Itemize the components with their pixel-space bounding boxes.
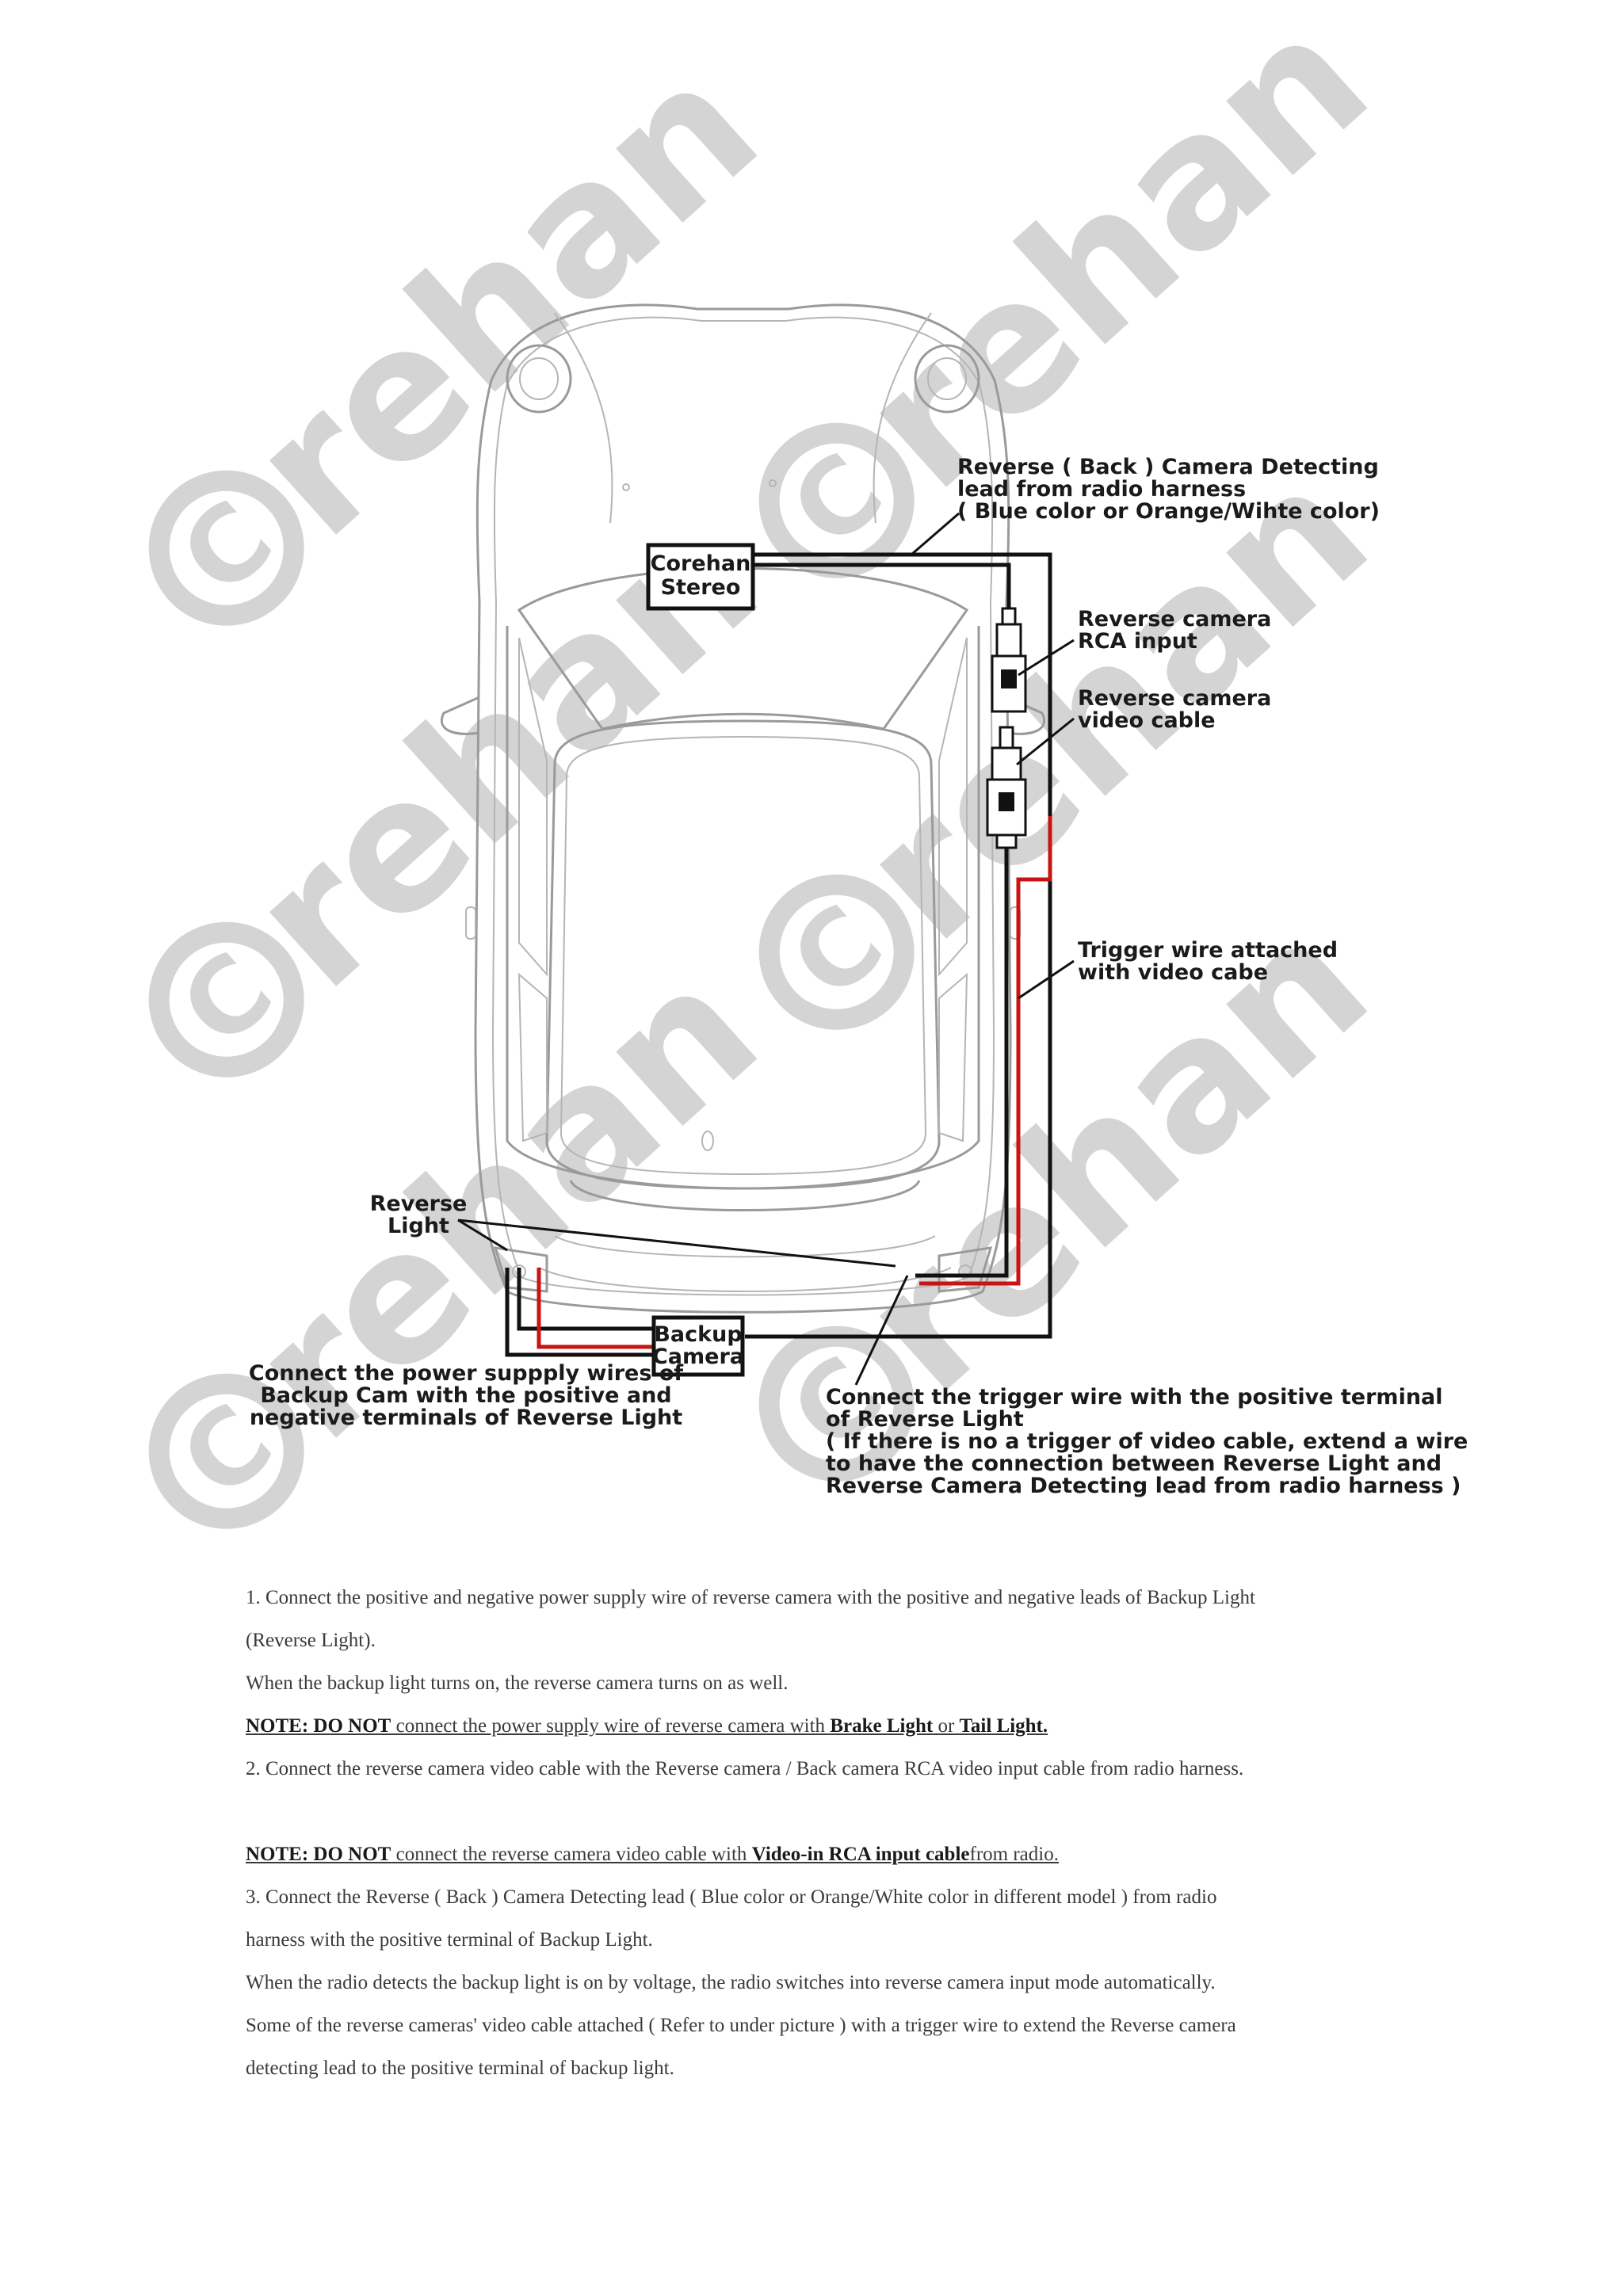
note1-brake-light: Brake Light <box>830 1715 934 1737</box>
label-connect-trigger: Connect the trigger wire with the positi… <box>826 1385 1468 1498</box>
svg-text:with video cabe: with video cabe <box>1078 960 1268 985</box>
camera-power-ground <box>505 1268 654 1357</box>
label-rca-input: Reverse camera RCA input <box>1078 607 1271 654</box>
installation-instructions: 1. Connect the positive and negative pow… <box>246 1577 1379 2090</box>
note1-or: or <box>933 1715 960 1737</box>
label-video-cable: Reverse camera video cable <box>1078 686 1271 733</box>
label-detecting-lead: Reverse ( Back ) Camera Detecting lead f… <box>957 455 1380 524</box>
step3-line1: 3. Connect the Reverse ( Back ) Camera D… <box>246 1886 1217 1908</box>
svg-text:Connect the trigger wire with: Connect the trigger wire with the positi… <box>826 1385 1443 1409</box>
rca-input-connector-icon <box>991 607 1027 713</box>
stereo-label-line2: Stereo <box>661 575 741 600</box>
leader-lines <box>457 512 1075 1386</box>
rca-input-wire <box>753 563 1011 610</box>
svg-text:Reverse ( Back ) Camera Detect: Reverse ( Back ) Camera Detecting <box>957 455 1379 479</box>
step2-line1: 2. Connect the reverse camera video cabl… <box>246 1758 1244 1779</box>
label-power-supply: Connect the power suppply wires of Backu… <box>249 1361 683 1430</box>
step3-line5: detecting lead to the positive terminal … <box>246 2058 674 2079</box>
camera-power-negative <box>517 1268 654 1331</box>
step1-line1: 1. Connect the positive and negative pow… <box>246 1587 1255 1608</box>
svg-text:rehan: rehan <box>212 21 797 578</box>
svg-text:Reverse camera: Reverse camera <box>1078 686 1271 711</box>
camera-box: Backup Camera <box>651 1315 745 1377</box>
svg-text:rehan: rehan <box>823 0 1407 530</box>
note2-text: connect the reverse camera video cable w… <box>391 1844 752 1865</box>
step1-line2: (Reverse Light). <box>246 1630 376 1651</box>
step3-line3: When the radio detects the backup light … <box>246 1972 1216 1993</box>
svg-text:Reverse Camera Detecting lead: Reverse Camera Detecting lead from radio… <box>826 1474 1461 1498</box>
trigger-wire <box>919 816 1052 1286</box>
svg-text:RCA input: RCA input <box>1078 629 1197 654</box>
note2: NOTE: DO NOT connect the reverse camera … <box>246 1833 1379 1876</box>
note2-suffix: from radio. <box>969 1844 1059 1865</box>
svg-text:( If there is no a trigger of: ( If there is no a trigger of video cabl… <box>826 1429 1468 1454</box>
camera-label-line2: Camera <box>652 1344 744 1369</box>
svg-text:Reverse: Reverse <box>370 1192 468 1216</box>
wiring-diagram: C rehan C rehan C rehan C rehan C rehan … <box>148 0 1468 1529</box>
car-outline <box>441 303 1045 1314</box>
step3-line2: harness with the positive terminal of Ba… <box>246 1929 653 1951</box>
camera-power-positive <box>537 1268 654 1349</box>
stereo-box: Corehan Stereo <box>646 543 755 611</box>
svg-text:lead from radio harness: lead from radio harness <box>957 477 1246 502</box>
svg-text:of Reverse Light: of Reverse Light <box>826 1407 1024 1432</box>
spacer <box>246 1791 1379 1833</box>
note1-text: connect the power supply wire of reverse… <box>391 1715 831 1737</box>
stereo-label-line1: Corehan <box>651 551 751 576</box>
wiring <box>505 552 1052 1357</box>
video-cable-wire <box>915 848 1009 1278</box>
note2-video-in: Video-in RCA input cable <box>751 1844 970 1865</box>
label-trigger-wire: Trigger wire attached with video cabe <box>1078 938 1338 985</box>
note1-tail-light: Tail Light. <box>959 1715 1048 1737</box>
svg-text:Connect the power suppply wire: Connect the power suppply wires of <box>249 1361 683 1386</box>
detecting-lead-wire <box>745 552 1052 1339</box>
label-reverse-light: Reverse Light <box>370 1192 468 1238</box>
video-cable-connector-icon <box>986 726 1027 849</box>
step1-line3: When the backup light turns on, the reve… <box>246 1672 789 1694</box>
note2-prefix: NOTE: DO NOT <box>246 1844 391 1865</box>
svg-text:Light: Light <box>388 1214 449 1238</box>
svg-text:( Blue color or Orange/Wihte c: ( Blue color or Orange/Wihte color) <box>957 499 1380 524</box>
camera-label-line1: Backup <box>654 1322 742 1347</box>
note1: NOTE: DO NOT connect the power supply wi… <box>246 1705 1379 1748</box>
svg-text:Backup Cam with the positive a: Backup Cam with the positive and <box>260 1383 671 1408</box>
svg-text:Trigger wire attached: Trigger wire attached <box>1078 938 1338 963</box>
svg-text:negative terminals of Reverse: negative terminals of Reverse Light <box>250 1405 682 1430</box>
svg-text:video cable: video cable <box>1078 708 1216 733</box>
svg-text:Reverse camera: Reverse camera <box>1078 607 1271 631</box>
step3-line4: Some of the reverse cameras' video cable… <box>246 2015 1236 2036</box>
svg-text:to have the connection between: to have the connection between Reverse L… <box>826 1451 1442 1476</box>
note1-prefix: NOTE: DO NOT <box>246 1715 391 1737</box>
